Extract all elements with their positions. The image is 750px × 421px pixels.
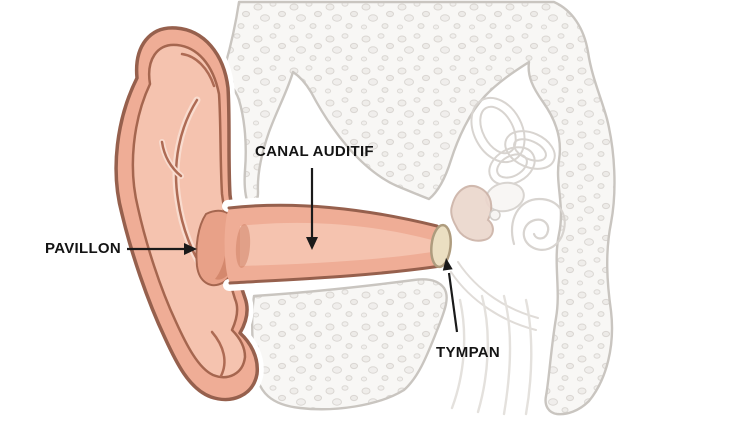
label-canal-auditif: CANAL AUDITIF xyxy=(255,143,374,160)
label-pavillon: PAVILLON xyxy=(45,240,122,257)
helix-fold xyxy=(180,52,216,88)
ear-canal xyxy=(222,197,452,291)
arrow-canal-auditif xyxy=(306,168,318,250)
lobe-crease xyxy=(210,330,226,378)
arrow-pavillon xyxy=(127,243,197,255)
label-tympan: TYMPAN xyxy=(436,344,501,361)
arrow-tympan xyxy=(442,258,459,333)
semicircular-canals-icon xyxy=(470,96,556,186)
muscle-fiber-lines xyxy=(450,294,533,416)
stapes-hint xyxy=(489,209,501,221)
antihelix-ridge xyxy=(174,98,208,275)
cochlea-spiral xyxy=(510,197,566,251)
canal-entrance-shadow xyxy=(235,224,251,268)
crus-ridge xyxy=(160,140,183,178)
eardrum xyxy=(430,223,452,269)
canal-inner-band xyxy=(240,222,434,266)
outer-ear-pinna xyxy=(109,21,264,406)
annotation-arrows xyxy=(127,168,459,333)
bone-lower-mass xyxy=(250,278,448,411)
inner-ear-structures xyxy=(450,96,566,416)
ossicle-hint xyxy=(450,185,494,242)
